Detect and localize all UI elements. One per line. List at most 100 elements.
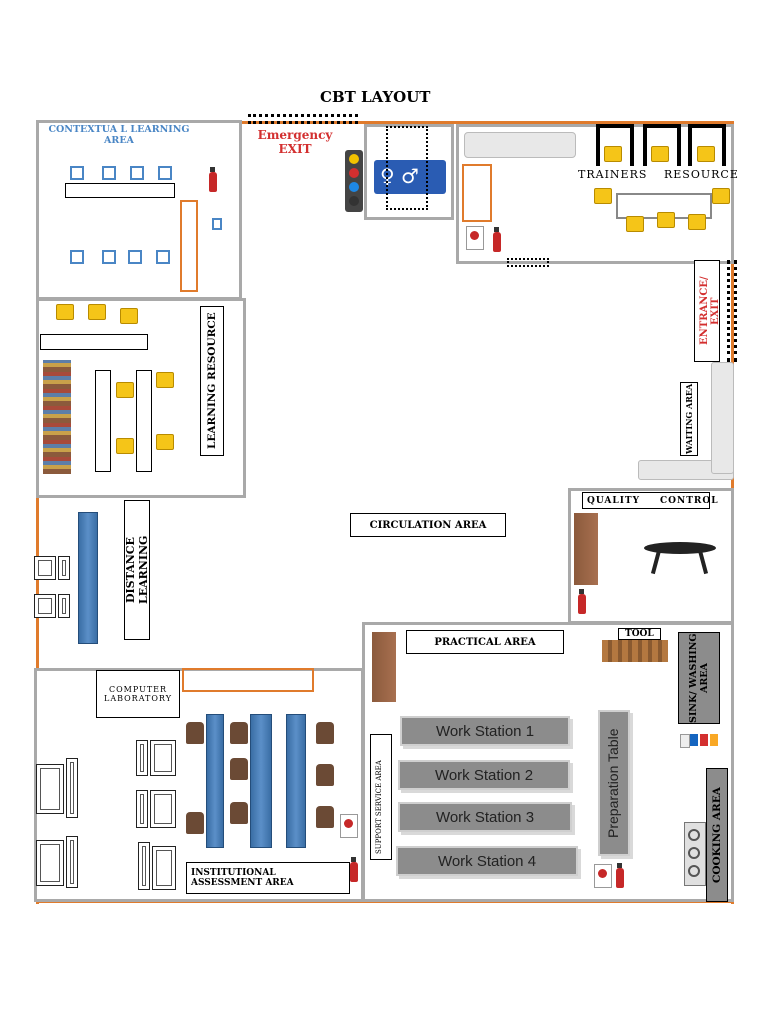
chair-icon xyxy=(156,372,174,388)
chair-icon xyxy=(186,722,204,744)
trainers-room-door xyxy=(507,258,549,267)
contextual-learning-label: CONTEXTUA L LEARNING AREA xyxy=(48,124,190,146)
chair-icon xyxy=(56,304,74,320)
chair-icon xyxy=(604,146,622,162)
keyboard-icon xyxy=(66,758,78,818)
emergency-exit-door xyxy=(248,114,358,124)
preparation-table xyxy=(598,710,630,856)
monitor-icon xyxy=(150,740,176,776)
fire-extinguisher-icon xyxy=(209,167,217,192)
reception-desk xyxy=(40,334,148,350)
chair-icon xyxy=(657,212,675,228)
trainers-label: TRAINERS xyxy=(578,168,648,181)
chair-icon xyxy=(316,806,334,828)
monitor-icon xyxy=(36,764,64,814)
seat xyxy=(130,166,144,180)
chair-icon xyxy=(156,434,174,450)
chair-icon xyxy=(316,722,334,744)
monitor-icon xyxy=(152,846,176,890)
outer-wall-top xyxy=(36,121,734,124)
seat xyxy=(70,250,84,264)
computer-lab-label: COMPUTER LABORATORY xyxy=(96,670,180,718)
tool-rack-icon xyxy=(602,640,668,662)
circulation-area-label: CIRCULATION AREA xyxy=(350,513,506,537)
monitor-icon xyxy=(36,840,64,886)
restroom-door xyxy=(386,126,428,210)
keyboard-icon xyxy=(58,594,70,618)
chair-icon xyxy=(688,214,706,230)
work-station-2: Work Station 2 xyxy=(398,760,570,790)
assessment-table xyxy=(206,714,224,848)
sofa-icon xyxy=(464,132,576,158)
bookshelf-icon xyxy=(43,360,71,474)
work-station-3: Work Station 3 xyxy=(398,802,572,832)
assessment-area-label: INSTITUTIONAL ASSESSMENT AREA xyxy=(186,862,350,894)
support-service-label: SUPPORT SERVICE AREA xyxy=(375,760,383,854)
tool-label: TOOL xyxy=(618,628,661,640)
keyboard-icon xyxy=(58,556,70,580)
entrance-exit-label: ENTRANCE/ EXIT xyxy=(699,276,721,346)
resource-label: RESOURCE xyxy=(664,168,739,181)
work-station-1: Work Station 1 xyxy=(400,716,570,746)
seat xyxy=(102,166,116,180)
orange-cabinet xyxy=(182,668,314,692)
chair-icon xyxy=(116,382,134,398)
fire-extinguisher-icon xyxy=(578,589,586,614)
orange-cabinet xyxy=(462,164,492,222)
stove-icon xyxy=(684,822,706,886)
sink-washing-label: SINK/ WASHING AREA xyxy=(678,632,720,724)
distance-learning-table xyxy=(78,512,98,644)
chair-icon xyxy=(626,216,644,232)
chair-icon xyxy=(186,812,204,834)
reading-table xyxy=(136,370,152,472)
assessment-table xyxy=(250,714,272,848)
outer-wall-left xyxy=(36,121,39,904)
orange-cabinet xyxy=(180,200,198,292)
sofa-icon xyxy=(711,362,734,474)
chair-icon xyxy=(316,764,334,786)
fire-extinguisher-icon xyxy=(493,227,501,252)
contextual-learning-area xyxy=(36,120,242,300)
monitor-icon xyxy=(34,556,56,580)
reading-table xyxy=(95,370,111,472)
trainer-desk xyxy=(596,124,634,166)
fire-safety-sign-icon xyxy=(340,814,358,838)
chair-icon xyxy=(116,438,134,454)
seat xyxy=(156,250,170,264)
assessment-table xyxy=(286,714,306,848)
waiting-area-label: WAITING AREA xyxy=(680,382,698,456)
entrance-exit-door xyxy=(727,260,737,362)
round-table-icon xyxy=(644,542,716,554)
chair-icon xyxy=(594,188,612,204)
chair-icon xyxy=(230,722,248,744)
keyboard-icon xyxy=(136,740,148,776)
long-table xyxy=(65,183,175,198)
trainer-desk xyxy=(688,124,726,166)
page-title: CBT LAYOUT xyxy=(320,88,431,106)
fire-extinguisher-icon xyxy=(616,863,624,888)
chair-icon xyxy=(697,146,715,162)
keyboard-icon xyxy=(66,836,78,888)
keyboard-icon xyxy=(138,842,150,890)
chair-icon xyxy=(120,308,138,324)
seat xyxy=(158,166,172,180)
fire-extinguisher-icon xyxy=(350,857,358,882)
traffic-light-icon xyxy=(345,150,363,212)
seat xyxy=(102,250,116,264)
sink-supplies-icon xyxy=(678,730,720,748)
fire-safety-sign-icon xyxy=(466,226,484,250)
entrance-exit-frame xyxy=(694,260,720,362)
control-label: CONTROL xyxy=(660,496,719,506)
monitor-icon xyxy=(34,594,56,618)
wall-outlet-icon xyxy=(212,218,222,230)
chair-icon xyxy=(88,304,106,320)
chair-icon xyxy=(230,802,248,824)
emergency-exit-label: Emergency EXIT xyxy=(257,128,333,156)
cabinet xyxy=(372,632,396,702)
seat xyxy=(128,250,142,264)
preparation-table-label: Preparation Table xyxy=(605,728,621,838)
keyboard-icon xyxy=(136,790,148,828)
seat xyxy=(70,166,84,180)
learning-resource-label: LEARNING RESOURCE xyxy=(200,306,224,456)
chair-icon xyxy=(712,188,730,204)
